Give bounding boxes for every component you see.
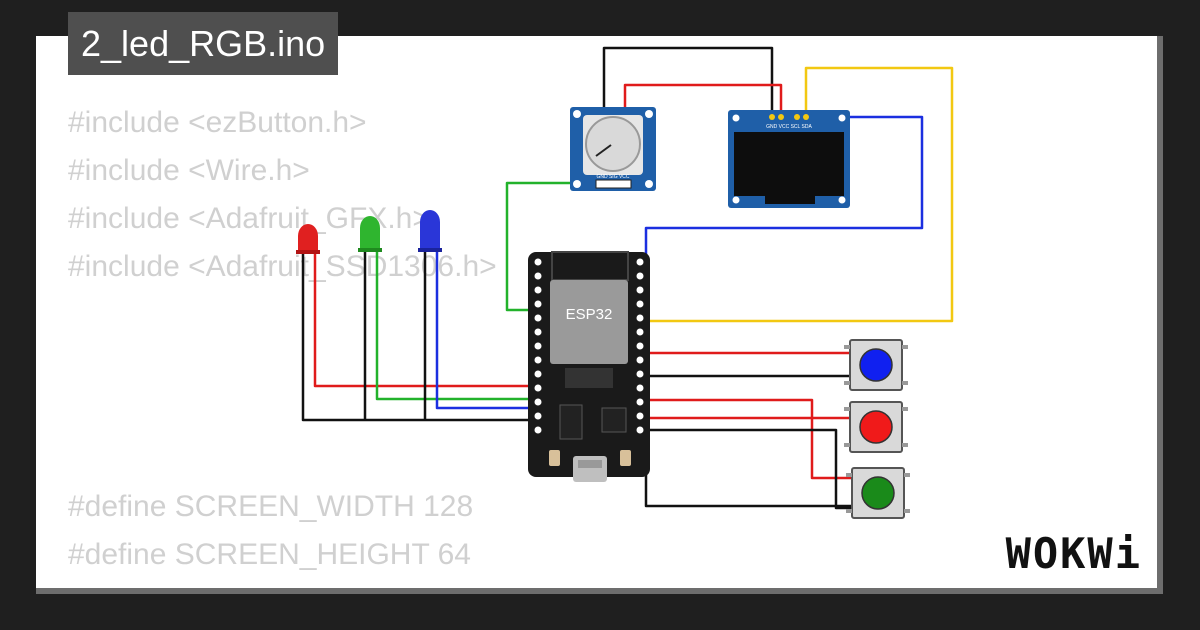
wire-oled-sda <box>644 115 924 280</box>
wire-gnd-bus <box>644 440 852 508</box>
code-line-7: Adafruit_SSD1306 display(SCREEN_WIDTH, S… <box>68 586 1097 588</box>
wokwi-logo: WOKWi <box>1005 529 1142 578</box>
sketch-title: 2_led_RGB.ino <box>68 12 339 75</box>
pot-pin-labels: GND SIG VCC <box>596 174 629 180</box>
code-line-2: #include <Wire.h> <box>68 154 310 187</box>
esp32-label: ESP32 <box>566 306 613 323</box>
code-line-1: #include <ezButton.h> <box>68 106 367 139</box>
button-blue[interactable] <box>844 339 908 391</box>
oled-pin-labels: GND VCC SCL SDA <box>766 124 812 130</box>
button-red[interactable] <box>844 401 908 453</box>
led-green[interactable] <box>358 216 382 252</box>
wire-btn-green <box>648 398 852 480</box>
button-green[interactable] <box>846 467 910 519</box>
wire-pot-signal <box>505 181 598 312</box>
oled-display[interactable]: GND VCC SCL SDA <box>728 110 850 208</box>
wire-btn-green-gnd <box>648 428 852 510</box>
led-blue[interactable] <box>418 210 442 252</box>
led-red[interactable] <box>296 224 320 254</box>
wire-red-led <box>313 252 530 388</box>
code-line-5: #define SCREEN_WIDTH 128 <box>68 490 474 523</box>
code-line-6: #define SCREEN_HEIGHT 64 <box>68 538 471 571</box>
wire-red-led-gnd <box>301 252 530 422</box>
wire-green-led <box>375 250 530 401</box>
potentiometer[interactable]: GND SIG VCC <box>570 107 656 191</box>
wire-oled-scl <box>648 66 954 323</box>
wire-blue-led <box>435 250 530 410</box>
esp32-board[interactable]: ESP32 <box>528 251 650 482</box>
